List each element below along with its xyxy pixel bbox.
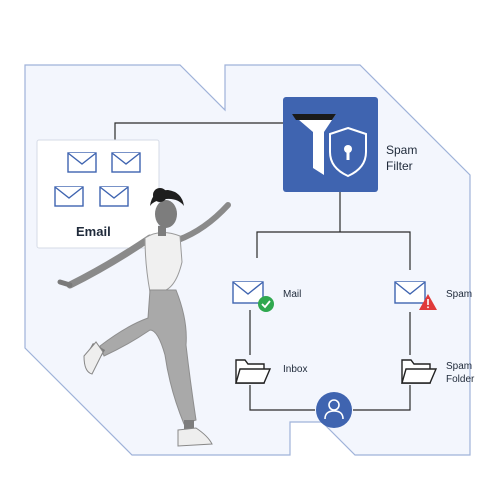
spam-filter-label-line1: Spam bbox=[386, 143, 418, 157]
spam-folder-label-line2: Folder bbox=[446, 374, 475, 385]
envelope-icon bbox=[111, 152, 141, 173]
spam-branch-label: Spam bbox=[446, 289, 473, 300]
inbox-to-user-line bbox=[249, 385, 315, 411]
spam-envelope-icon bbox=[394, 281, 426, 304]
spam-filter-box bbox=[283, 97, 378, 192]
email-to-filter-line bbox=[114, 122, 283, 140]
warning-badge-icon bbox=[419, 294, 437, 310]
envelope-icon bbox=[99, 186, 129, 207]
spam-folder-label-line1: Spam bbox=[446, 361, 473, 372]
folder-to-user-line bbox=[353, 385, 411, 411]
funnel-icon bbox=[292, 114, 336, 175]
split-branch-line bbox=[256, 231, 411, 270]
mail-branch-label: Mail bbox=[283, 289, 302, 300]
shield-lock-icon bbox=[329, 126, 367, 178]
spam-filter-label-line2: Filter bbox=[386, 159, 413, 173]
check-badge-icon bbox=[258, 296, 274, 312]
mail-envelope-icon bbox=[232, 281, 264, 304]
email-card bbox=[36, 139, 160, 249]
user-icon bbox=[316, 392, 352, 428]
person-illustration bbox=[57, 188, 231, 447]
inbox-folder-icon bbox=[235, 359, 272, 384]
envelope-icon bbox=[67, 152, 97, 173]
envelope-icon bbox=[54, 186, 84, 207]
email-card-label: Email bbox=[76, 224, 111, 239]
connector-lines bbox=[114, 122, 411, 411]
spam-folder-icon bbox=[401, 359, 438, 384]
inbox-label: Inbox bbox=[283, 364, 308, 375]
